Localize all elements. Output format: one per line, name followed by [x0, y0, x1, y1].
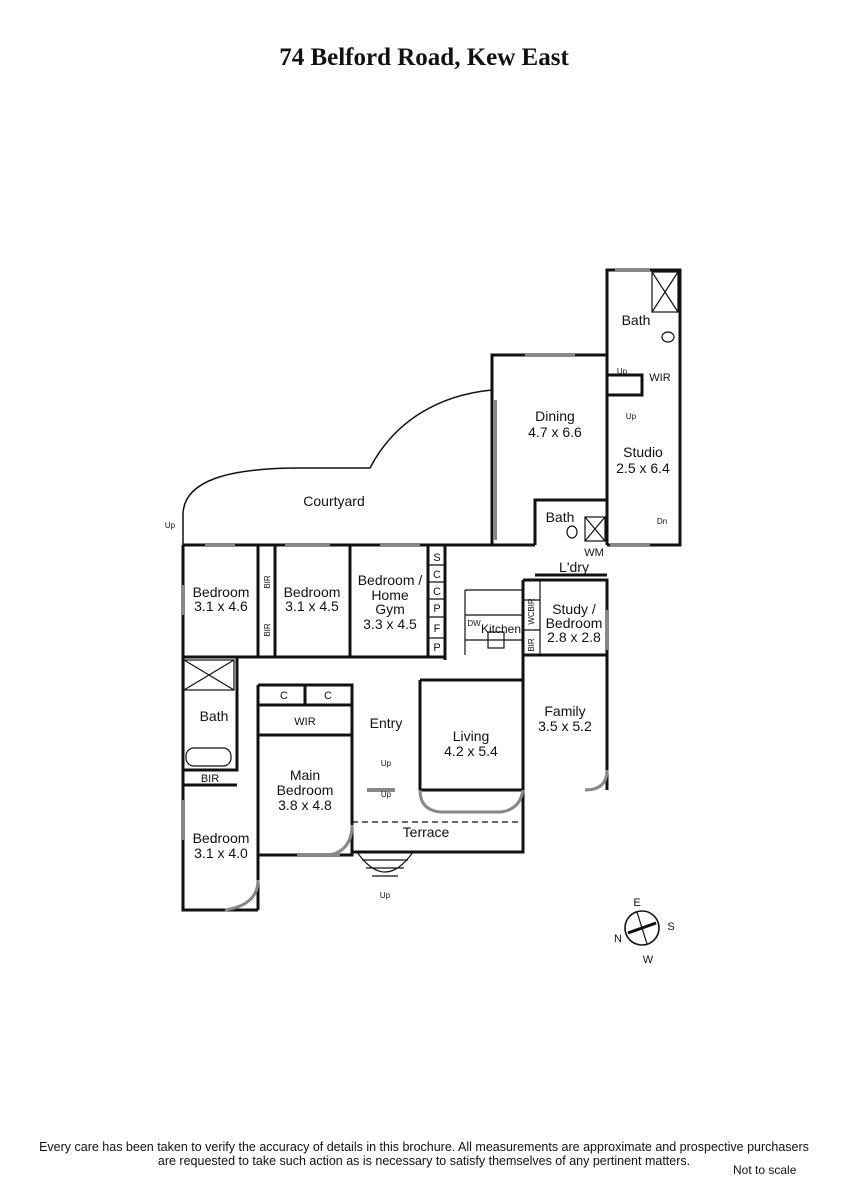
- label-family: Family: [544, 703, 585, 719]
- label-study-2: Bedroom: [546, 615, 603, 631]
- label-main-bedroom-1: Main: [290, 767, 320, 783]
- compass-s: S: [667, 921, 674, 933]
- label-gym-2: Home: [371, 587, 409, 603]
- label-storage-p2: P: [433, 642, 440, 654]
- label-living-size: 4.2 x 5.4: [444, 743, 498, 759]
- label-bedroom3-size: 3.1 x 4.0: [194, 845, 248, 861]
- label-entry: Entry: [370, 715, 403, 731]
- label-bir-b: BIR: [263, 623, 272, 637]
- label-studio-bath: Bath: [622, 312, 651, 328]
- label-dining-size: 4.7 x 6.6: [528, 424, 582, 440]
- label-bir-study-bottom: BIR: [527, 638, 536, 652]
- courtyard-outline: [182, 389, 493, 545]
- label-storage-s: S: [433, 552, 440, 564]
- label-terrace: Terrace: [403, 824, 450, 840]
- up-stairs: Up: [380, 891, 391, 900]
- label-main-wir: WIR: [294, 716, 315, 728]
- label-storage-c1: C: [433, 569, 441, 581]
- label-bedroom2-size: 3.1 x 4.5: [285, 598, 339, 614]
- label-bir-study-top: BIR: [527, 598, 536, 612]
- label-bir-a: BIR: [263, 575, 272, 589]
- label-main-c1: C: [280, 690, 288, 702]
- label-studio-size: 2.5 x 6.4: [616, 460, 670, 476]
- label-kitchen: Kitchen: [481, 622, 521, 636]
- compass-e: E: [633, 897, 640, 909]
- label-storage-c2: C: [433, 586, 441, 598]
- shower-icon: [584, 516, 606, 542]
- label-study: Study /: [552, 601, 596, 617]
- windows: [181, 268, 650, 912]
- label-main-bedroom-size: 3.8 x 4.8: [278, 797, 332, 813]
- label-bath-left: Bath: [200, 708, 229, 724]
- compass: E N S W: [614, 897, 675, 966]
- shower-icon: [183, 659, 235, 691]
- label-gym-1: Bedroom /: [358, 572, 423, 588]
- toilet-icon: [661, 331, 675, 343]
- dn-studio: Dn: [657, 517, 667, 526]
- not-to-scale: Not to scale: [733, 1163, 797, 1177]
- label-ldry: L'dry: [559, 559, 589, 575]
- shower-icon: [651, 271, 679, 313]
- disclaimer: Every care has been taken to verify the …: [0, 1140, 848, 1168]
- label-bedroom1: Bedroom: [193, 584, 250, 600]
- label-main-c2: C: [324, 690, 332, 702]
- label-study-size: 2.8 x 2.8: [547, 629, 601, 645]
- level-annotations: Up Up Up Dn Up Up Up: [165, 367, 667, 900]
- label-wc: WC: [527, 611, 536, 625]
- label-bedroom2: Bedroom: [284, 584, 341, 600]
- label-courtyard: Courtyard: [303, 493, 364, 509]
- label-storage-p1: P: [433, 603, 440, 615]
- walls: [181, 268, 682, 912]
- label-gym-3: Gym: [375, 601, 405, 617]
- plan-title: 74 Belford Road, Kew East: [279, 44, 569, 71]
- compass-n: N: [614, 933, 622, 945]
- cooktop-icon: [487, 631, 505, 649]
- toilet-icon: [566, 525, 578, 539]
- compass-ring: [624, 910, 660, 946]
- up-studio-bath: Up: [617, 367, 628, 376]
- up-courtyard: Up: [165, 521, 176, 530]
- disclaimer-line-1: Every care has been taken to verify the …: [39, 1140, 809, 1154]
- label-bedroom1-size: 3.1 x 4.6: [194, 598, 248, 614]
- label-studio-wir: WIR: [649, 372, 670, 384]
- disclaimer-line-2: are requested to take such action as is …: [157, 1154, 691, 1168]
- room-labels: Courtyard Dining 4.7 x 6.6 Studio 2.5 x …: [193, 312, 671, 861]
- stairs: [356, 851, 414, 877]
- label-bir-left: BIR: [201, 773, 219, 785]
- up-entry-2: Up: [381, 790, 392, 799]
- label-storage-f: F: [434, 623, 441, 635]
- label-wm: WM: [584, 547, 604, 559]
- label-main-bedroom-2: Bedroom: [277, 782, 334, 798]
- up-entry-1: Up: [381, 759, 392, 768]
- label-bedroom3: Bedroom: [193, 830, 250, 846]
- fixtures: [183, 271, 679, 877]
- label-dw: DW: [467, 619, 481, 628]
- label-dining: Dining: [535, 408, 575, 424]
- label-bath-mid: Bath: [546, 509, 575, 525]
- label-gym-size: 3.3 x 4.5: [363, 616, 417, 632]
- bathtub-icon: [185, 747, 232, 767]
- compass-w: W: [643, 954, 654, 966]
- label-studio: Studio: [623, 444, 663, 460]
- up-dining: Up: [626, 412, 637, 421]
- label-family-size: 3.5 x 5.2: [538, 718, 592, 734]
- label-living: Living: [453, 728, 490, 744]
